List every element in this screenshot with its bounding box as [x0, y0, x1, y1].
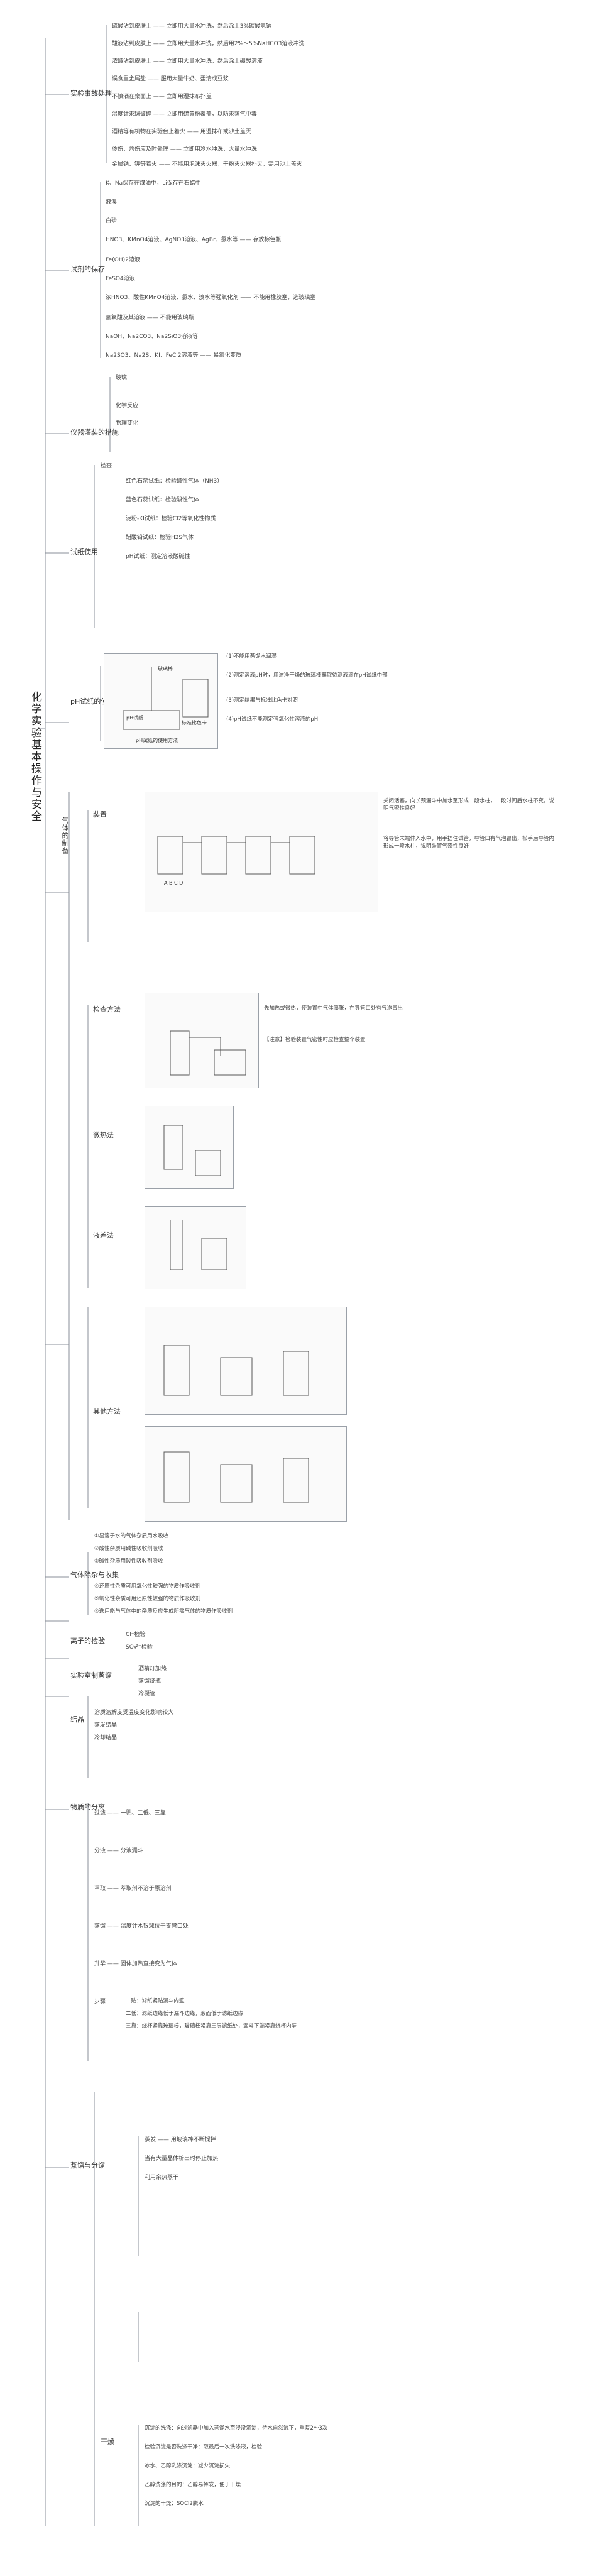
- purify-item: ④还原性杂质可用氧化性较强的物质作吸收剂: [94, 1583, 201, 1590]
- filter-steps: 步骤: [94, 1999, 106, 2005]
- test-item: pH试纸：测定溶液酸碱性: [126, 554, 190, 560]
- test-check: 检查: [101, 463, 112, 469]
- purify-item: ①易溶于水的气体杂质用水吸收: [94, 1533, 169, 1539]
- sep-item: 蒸馏 —— 温度计水银球位于支管口处: [94, 1923, 189, 1929]
- gas-setup: 装置: [93, 810, 107, 819]
- section-filling: 仪器灌装的措施: [70, 428, 119, 437]
- ph-note: (4)pH试纸不能测定强氧化性溶液的pH: [226, 716, 319, 723]
- reagent-item: 液溴: [106, 199, 118, 205]
- sep-item: 过滤 —— 一贴、二低、三靠: [94, 1810, 166, 1816]
- gas-check: 检查方法: [93, 1005, 121, 1013]
- reagent-item: 氢氟酸及其溶液 —— 不能用玻璃瓶: [106, 315, 194, 321]
- reagent-item: Fe(OH)2溶液: [106, 257, 140, 263]
- section-separation: 物质的分离: [70, 1803, 105, 1811]
- gas-other: 其他方法: [93, 1407, 121, 1416]
- section-distill: 实验室制蒸馏: [70, 1671, 112, 1679]
- wash-item: 沉淀的干燥：SOCl2脱水: [145, 2501, 204, 2507]
- test-item: 红色石蕊试纸：检验碱性气体（NH3）: [126, 478, 223, 484]
- wash-item: 乙醇洗涤的目的：乙醇易挥发，便于干燥: [145, 2482, 241, 2488]
- ion-item: SO₄²⁻检验: [126, 1644, 153, 1651]
- section-test-paper: 试纸使用: [70, 548, 98, 556]
- section-dry: 干燥: [101, 2438, 114, 2446]
- wash-item: 沉淀的洗涤：向过滤器中加入蒸馏水至浸没沉淀，待水自然流下，重复2～3次: [145, 2425, 328, 2431]
- distill-item: 酒精灯加热: [138, 1666, 167, 1672]
- safety-item: 酒精等有机物在实验台上着火 —— 用湿抹布或沙土盖灭: [112, 129, 251, 135]
- reagent-item: HNO3、KMnO4溶液、AgNO3溶液、AgBr、氯水等 —— 存放棕色瓶: [106, 237, 282, 243]
- gas-heat: 微热法: [93, 1131, 114, 1139]
- filter-note: 二低：滤纸边缘低于漏斗边缘，液面低于滤纸边缘: [126, 2011, 244, 2017]
- section-ph: pH试纸的使用: [70, 697, 115, 706]
- label-card: 标准比色卡: [182, 720, 207, 726]
- reagent-item: Na2SO3、Na2S、KI、FeCl2溶液等 —— 易氧化变质: [106, 352, 242, 359]
- airtight-figure: [145, 993, 259, 1088]
- section-gas-prep: 气体的制备: [61, 817, 69, 854]
- other-figure-1: [145, 1307, 347, 1415]
- reagent-item: 浓HNO3、酸性KMnO4溶液、氯水、溴水等强氧化剂 —— 不能用橡胶塞，选玻璃…: [106, 295, 316, 301]
- crystal-item: 冷却结晶: [94, 1735, 118, 1741]
- safety-item: 温度计汞球破碎 —— 立即用硫黄粉覆盖，以防汞蒸气中毒: [112, 111, 257, 117]
- safety-item: 不慎洒在桌面上 —— 立即用湿抹布扑盖: [112, 94, 212, 100]
- gas-note: 【注意】检验装置气密性时应检查整个装置: [264, 1037, 366, 1043]
- evap-item: 蒸发 —— 用玻璃棒不断搅拌: [145, 2137, 216, 2143]
- distill-item: 冷凝管: [138, 1691, 156, 1697]
- evap-item: 利用余热蒸干: [145, 2175, 179, 2181]
- gas-note: 先加热或微热，使装置中气体膨胀，在导管口处有气泡冒出: [264, 1005, 403, 1012]
- filter-note: 一贴：滤纸紧贴漏斗内壁: [126, 1998, 185, 2004]
- purify-item: ②酸性杂质用碱性吸收剂吸收: [94, 1546, 163, 1552]
- section-evaporation: 蒸馏与分馏: [70, 2161, 105, 2169]
- section-purify: 气体除杂与收集: [70, 1571, 119, 1579]
- root-title: 化学实验基本操作与安全: [29, 691, 41, 822]
- label-glass-rod: 玻璃棒: [158, 666, 173, 672]
- ph-note: (1)不能用蒸馏水润湿: [226, 653, 277, 660]
- reagent-item: NaOH、Na2CO3、Na2SiO3溶液等: [106, 334, 199, 340]
- sep-item: 升华 —— 固体加热直接变为气体: [94, 1961, 177, 1967]
- filling-item: 玻璃: [116, 375, 128, 381]
- water-figure: [145, 1206, 246, 1289]
- sep-item: 萃取 —— 萃取剂不溶于原溶剂: [94, 1886, 172, 1892]
- ph-note: (2)测定溶液pH时，用洁净干燥的玻璃棒蘸取待测液滴在pH试纸中部: [226, 672, 388, 679]
- safety-item: 误食重金属盐 —— 服用大量牛奶、蛋清或豆浆: [112, 76, 229, 82]
- filling-item: 化学反应: [116, 403, 139, 409]
- test-item: 蓝色石蕊试纸：检验酸性气体: [126, 497, 200, 503]
- gas-apparatus-figure: A B C D: [145, 792, 378, 912]
- purify-item: ⑥选用能与气体中的杂质反应生成所需气体的物质作吸收剂: [94, 1608, 233, 1615]
- reagent-item: K、Na保存在煤油中，Li保存在石蜡中: [106, 180, 201, 187]
- heat-figure: [145, 1106, 234, 1189]
- ph-figure: pH试纸的使用方法 玻璃棒 pH试纸 标准比色卡: [104, 653, 218, 749]
- ion-item: Cl⁻检验: [126, 1632, 146, 1638]
- safety-item: 酸液沾到皮肤上 —— 立即用大量水冲洗，然后用2%～5%NaHCO3溶液冲洗: [112, 41, 305, 47]
- purify-item: ③碱性杂质用酸性吸收剂吸收: [94, 1558, 163, 1564]
- test-item: 醋酸铅试纸：检验H2S气体: [126, 535, 194, 541]
- gas-figure-labels: A B C D: [164, 880, 183, 886]
- safety-item: 金属钠、钾等着火 —— 不能用泡沫灭火器，干粉灭火器扑灭，需用沙土盖灭: [112, 161, 302, 168]
- ph-note: (3)测定结果与标准比色卡对照: [226, 697, 298, 704]
- wash-item: 冰水、乙醇洗涤沉淀：减少沉淀损失: [145, 2463, 231, 2469]
- gas-note: 关闭活塞，向长颈漏斗中加水至形成一段水柱，一段时间后水柱不变，说明气密性良好: [383, 798, 555, 812]
- section-safety: 实验事故处理: [70, 89, 112, 97]
- section-reagents: 试剂的保存: [70, 265, 105, 273]
- section-crystal: 结晶: [70, 1715, 84, 1723]
- distill-item: 蒸馏烧瓶: [138, 1678, 162, 1684]
- gas-water: 液差法: [93, 1231, 114, 1240]
- evap-item: 当有大量晶体析出时停止加热: [145, 2156, 219, 2162]
- section-ions: 离子的检验: [70, 1637, 105, 1645]
- ph-caption: pH试纸的使用方法: [136, 738, 178, 743]
- gas-note: 将导管末端伸入水中，用手捂住试管，导管口有气泡冒出，松手后导管内形成一段水柱，说…: [383, 836, 555, 849]
- label-ph-paper: pH试纸: [126, 715, 144, 721]
- safety-item: 硫酸沾到皮肤上 —— 立即用大量水冲洗，然后涂上3%碳酸氢钠: [112, 23, 272, 30]
- reagent-item: 白磷: [106, 218, 118, 224]
- safety-item: 浓碱沾到皮肤上 —— 立即用大量水冲洗，然后涂上硼酸溶液: [112, 58, 263, 65]
- other-figure-2: [145, 1426, 347, 1522]
- filling-item: 物理变化: [116, 420, 139, 427]
- crystal-item: 溶质溶解度受温度变化影响较大: [94, 1710, 174, 1716]
- reagent-item: FeSO4溶液: [106, 276, 135, 282]
- crystal-item: 蒸发结晶: [94, 1722, 118, 1728]
- purify-item: ⑤氧化性杂质可用还原性较强的物质作吸收剂: [94, 1596, 201, 1602]
- safety-item: 烫伤、灼伤应及时处理 —— 立即用冷水冲洗，大量水冲洗: [112, 146, 257, 153]
- wash-item: 检验沉淀是否洗涤干净：取最后一次洗涤液，检验: [145, 2444, 263, 2450]
- filter-note: 三靠：烧杯紧靠玻璃棒，玻璃棒紧靠三层滤纸处，漏斗下端紧靠烧杯内壁: [126, 2023, 297, 2029]
- test-item: 淀粉-KI试纸：检验Cl2等氧化性物质: [126, 516, 216, 522]
- sep-item: 分液 —— 分液漏斗: [94, 1848, 143, 1854]
